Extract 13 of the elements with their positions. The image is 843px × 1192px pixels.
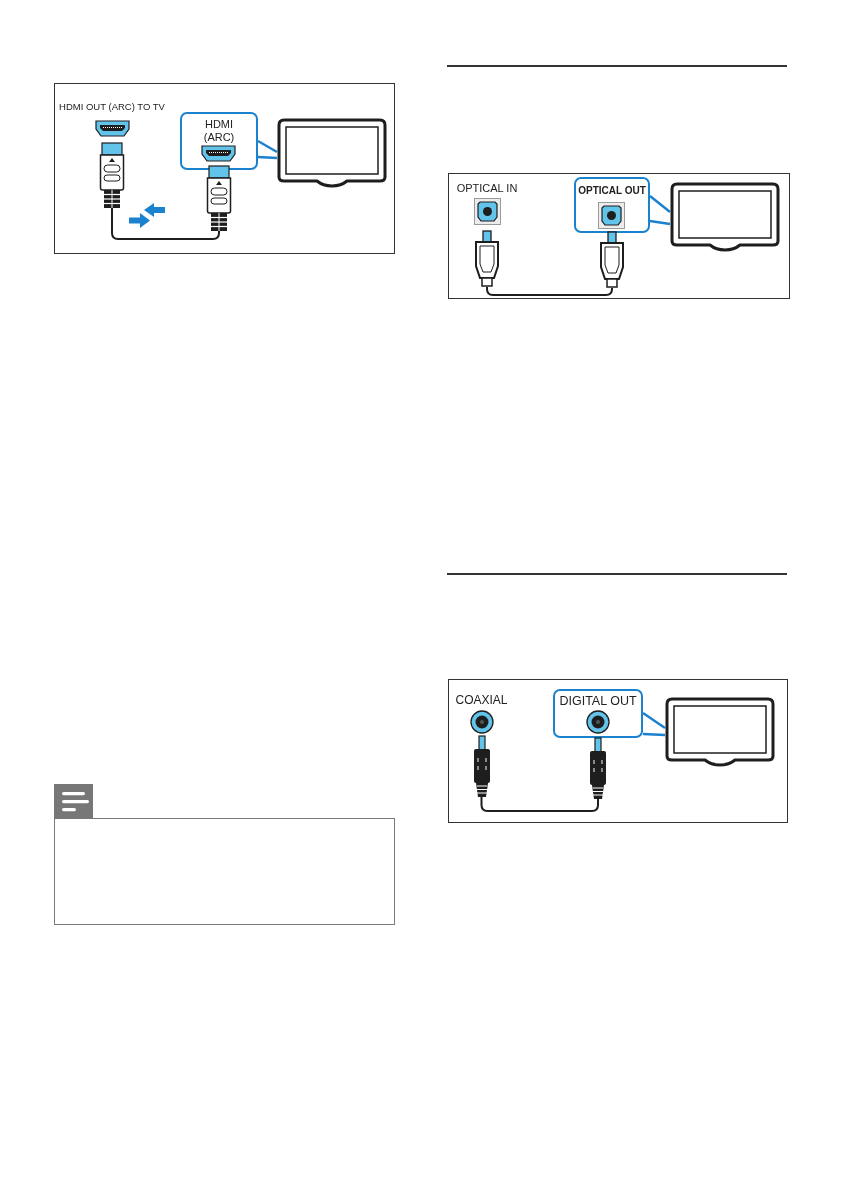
port-label: OPTICAL OUT xyxy=(578,185,646,197)
port-label: HDMI OUT (ARC) TO TV xyxy=(59,102,165,113)
tv-drawing xyxy=(277,118,387,189)
callout-pointer xyxy=(641,711,667,737)
note-box xyxy=(54,818,395,925)
tv-drawing xyxy=(665,697,775,768)
port-label: COAXIAL xyxy=(455,694,508,708)
callout-pointer xyxy=(256,139,279,160)
callout-pointer xyxy=(648,194,672,226)
tv-drawing xyxy=(670,182,780,253)
port-label: HDMI (ARC) xyxy=(203,118,235,144)
port-label: OPTICAL IN xyxy=(456,182,518,195)
port-label: DIGITAL OUT xyxy=(559,694,637,709)
